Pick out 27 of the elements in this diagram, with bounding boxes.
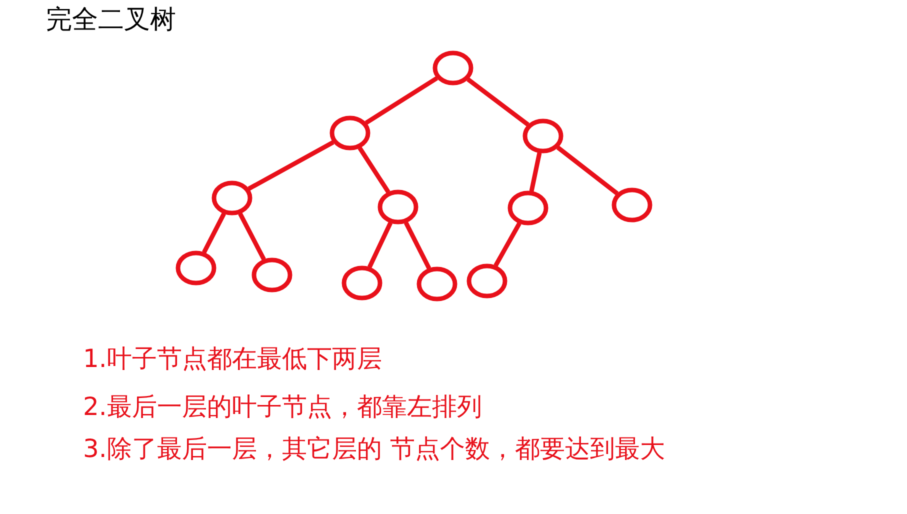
connector-line: [404, 222, 432, 270]
tree-node-circle: [377, 189, 419, 225]
tree-node-circle: [341, 265, 383, 301]
connector-line: [202, 212, 226, 254]
note-text: 1.叶子节点都在最低下两层: [83, 343, 383, 375]
tree-node-circle: [522, 118, 564, 154]
connector-line: [364, 76, 438, 125]
tree-node-circle: [466, 263, 508, 299]
connector-line: [238, 212, 266, 260]
tree-node-circle: [211, 180, 253, 216]
tree-node-circle: [432, 50, 474, 86]
title: 完全二叉树: [46, 4, 176, 37]
connector-line: [529, 152, 542, 192]
connector-line: [556, 146, 619, 196]
connector-line: [367, 222, 393, 268]
connector-line: [494, 222, 522, 267]
tree-node-circle: [329, 115, 371, 151]
tree-node-circle: [175, 250, 217, 286]
note-text: 3.除了最后一层，其它层的 节点个数，都要达到最大: [83, 433, 666, 465]
connector-line: [358, 146, 390, 194]
note-text: 2.最后一层的叶子节点，都靠左排列: [83, 391, 483, 423]
tree-node-circle: [611, 187, 653, 223]
connector-line: [248, 140, 334, 191]
tree-node-circle: [251, 257, 293, 293]
connector-line: [466, 78, 530, 126]
tree-node-circle: [507, 190, 549, 226]
tree-node-circle: [416, 266, 458, 302]
